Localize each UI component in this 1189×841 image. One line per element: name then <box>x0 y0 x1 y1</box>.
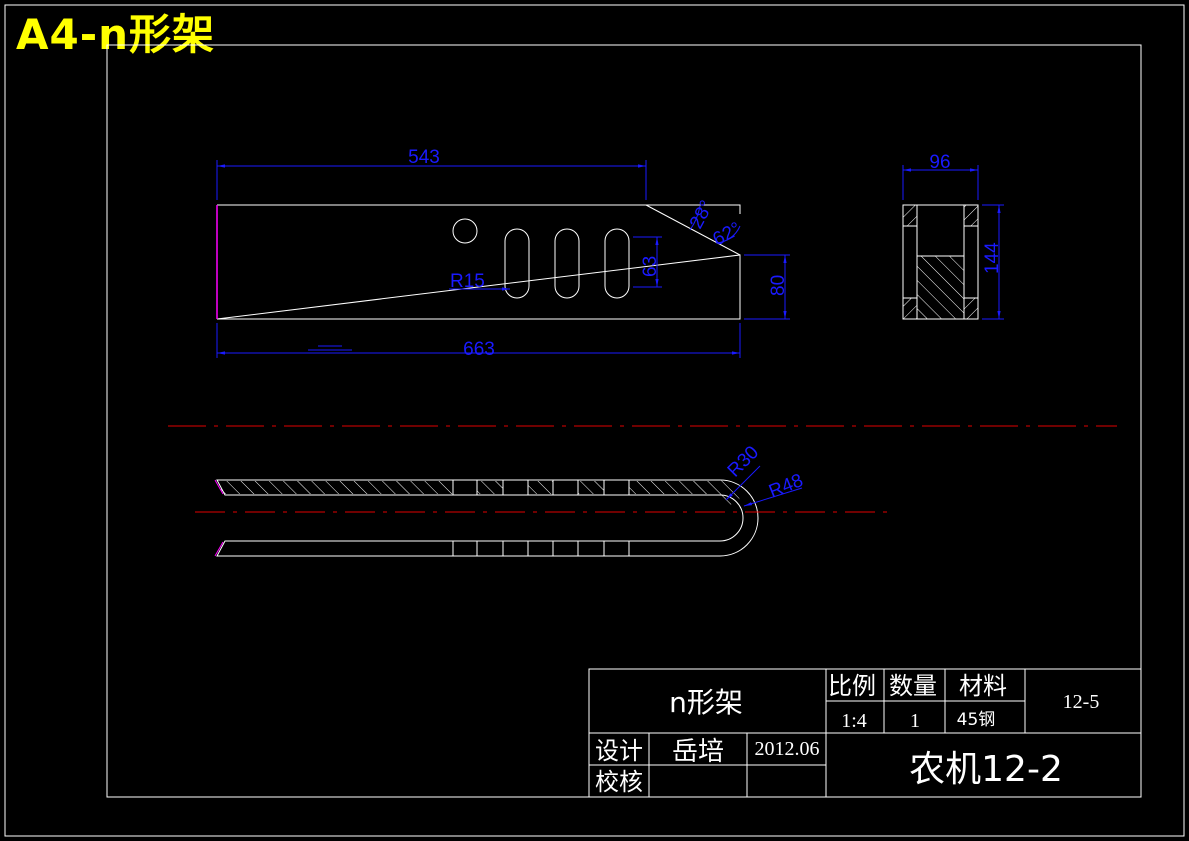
front-view: 543 663 28° 62° 63 80 R15 <box>216 147 790 360</box>
slot-2 <box>554 228 580 299</box>
wall-hatch <box>902 297 918 320</box>
tb-quantity-label: 数量 <box>889 672 937 700</box>
dim-96: 96 <box>929 152 950 173</box>
edge-mark <box>214 479 224 495</box>
tb-scale-value: 1:4 <box>841 710 867 732</box>
title-block <box>588 668 1142 798</box>
upper-hatch <box>528 481 553 494</box>
upper-hatch <box>629 481 720 494</box>
tb-material-label: 材料 <box>959 672 1007 700</box>
dim-r15: R15 <box>450 271 485 292</box>
leader-r30 <box>725 465 761 501</box>
core-hatch <box>916 255 965 320</box>
tb-scale-label: 比例 <box>828 672 876 700</box>
slot-1 <box>504 228 530 299</box>
tb-material-value: 45钢 <box>957 710 996 730</box>
angle-28: 28° <box>686 197 718 232</box>
edge-mark <box>214 541 224 557</box>
tb-designer: 岳培 <box>672 737 724 767</box>
dim-r48: R48 <box>766 470 806 503</box>
front-outline <box>216 204 741 320</box>
angle-arc-28 <box>689 205 701 231</box>
upper-hatch <box>578 481 604 494</box>
angle-arc-62 <box>715 225 741 244</box>
outer-border <box>4 4 1185 837</box>
leader-r48 <box>743 487 803 507</box>
dim-63: 63 <box>640 256 661 277</box>
tb-part-name: n形架 <box>669 686 743 719</box>
dim-80: 80 <box>768 275 789 296</box>
upper-hatch <box>477 481 503 494</box>
top-view: R30 R48 <box>195 442 895 557</box>
angle-62: 62° <box>709 218 744 250</box>
tb-date: 2012.06 <box>755 738 820 760</box>
upper-hatch <box>221 481 453 494</box>
chamfer-edge <box>645 204 741 256</box>
tb-project: 农机12-2 <box>909 749 1063 790</box>
slot-3 <box>604 228 630 299</box>
tb-quantity-value: 1 <box>910 710 920 732</box>
dim-543: 543 <box>408 147 440 168</box>
round-hole <box>452 218 478 244</box>
tb-check-label: 校核 <box>595 768 643 796</box>
dim-663: 663 <box>463 339 495 360</box>
sheet-title: A4-n形架 <box>16 10 216 59</box>
upper-leg <box>216 479 759 557</box>
dim-144: 144 <box>982 242 1003 274</box>
tb-drawing-number: 12-5 <box>1063 691 1100 713</box>
side-view: 96 144 <box>902 152 1004 320</box>
wall-hatch <box>902 204 918 227</box>
bend-hatch <box>720 480 740 506</box>
tb-design-label: 设计 <box>595 737 643 765</box>
wall-hatch <box>963 297 979 320</box>
wall-hatch <box>963 204 979 227</box>
dim-r30: R30 <box>724 442 763 481</box>
